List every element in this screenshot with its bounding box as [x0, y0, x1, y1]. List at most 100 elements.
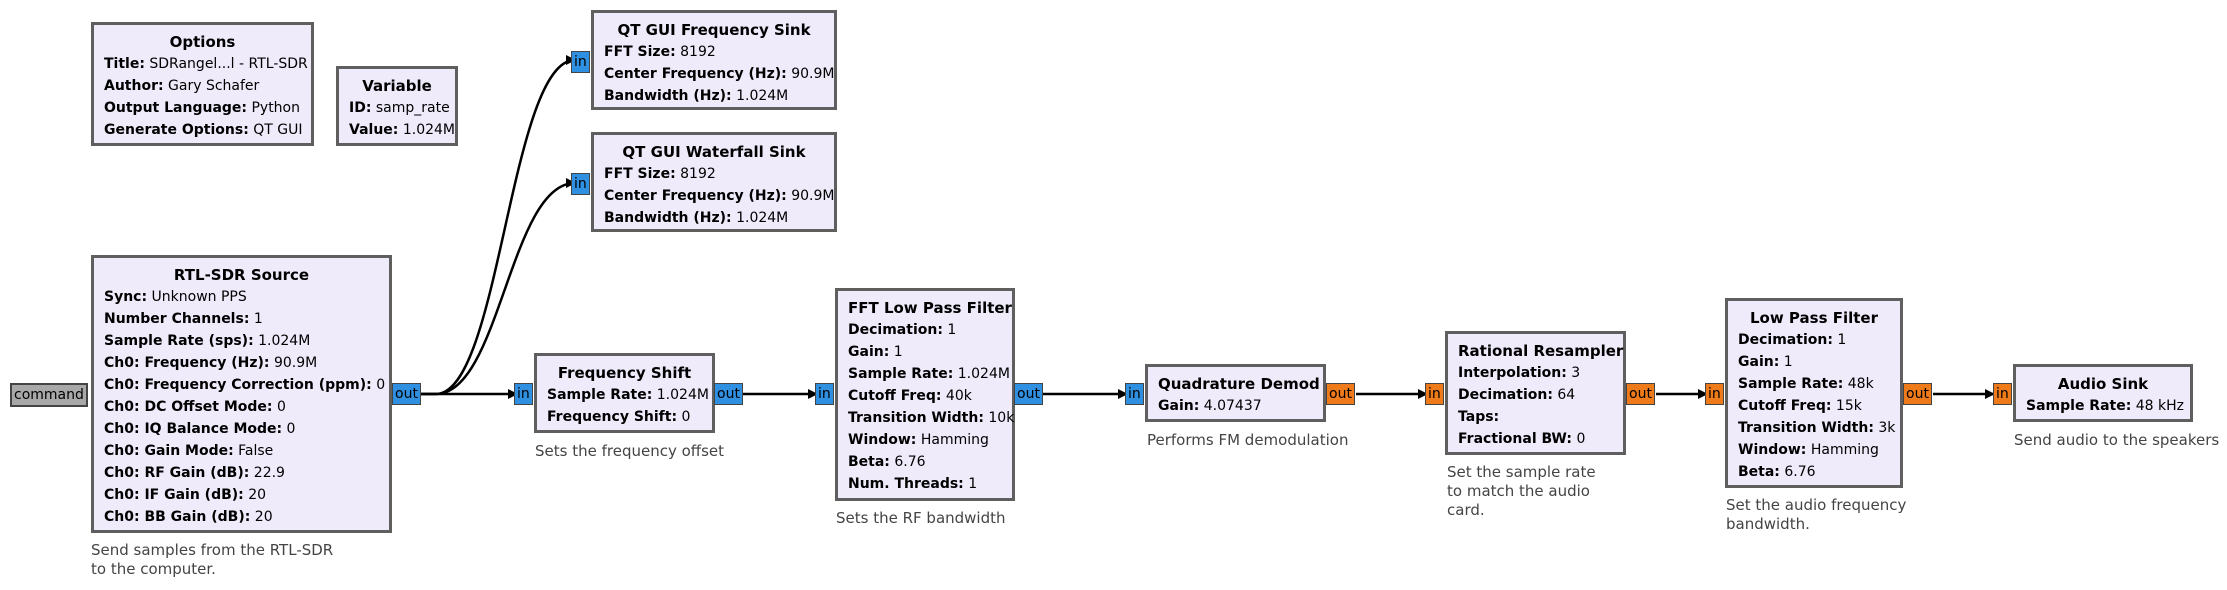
- param-value: 1: [249, 311, 263, 327]
- quadrature-demod-block[interactable]: Quadrature Demod Gain: 4.07437: [1145, 364, 1326, 422]
- param-key: Ch0: Frequency Correction (ppm):: [104, 377, 372, 393]
- param-key: Ch0: DC Offset Mode:: [104, 399, 273, 415]
- block-title: QT GUI Frequency Sink: [617, 21, 811, 39]
- param-row: Gain: 4.07437: [1158, 395, 1313, 417]
- block-params: Gain: 4.07437: [1158, 395, 1313, 417]
- freq-shift-out-port[interactable]: out: [714, 383, 743, 405]
- lpf-out-port[interactable]: out: [1903, 383, 1932, 405]
- command-port[interactable]: command: [10, 383, 88, 407]
- param-row: Decimation: 1: [848, 319, 1002, 341]
- param-key: Sample Rate (sps):: [104, 333, 254, 349]
- fft-lpf-out-port[interactable]: out: [1014, 383, 1043, 405]
- param-row: Bandwidth (Hz): 1.024M: [604, 207, 824, 229]
- quad-demod-out-port[interactable]: out: [1326, 383, 1355, 405]
- quad-demod-in-port[interactable]: in: [1125, 383, 1144, 405]
- param-key: Beta:: [848, 454, 890, 470]
- param-row: Gain: 1: [848, 341, 1002, 363]
- quad-demod-comment: Performs FM demodulation: [1147, 431, 1349, 449]
- param-value: 0: [371, 377, 386, 393]
- audio-sink-in-port[interactable]: in: [1993, 383, 2012, 405]
- param-row: ID: samp_rate: [349, 97, 450, 119]
- audio-sink-block[interactable]: Audio Sink Sample Rate: 48 kHz: [2013, 364, 2193, 422]
- param-value: SDRangel...l - RTL-SDR: [144, 56, 308, 72]
- param-key: ID:: [349, 100, 372, 116]
- param-row: Ch0: Frequency Correction (ppm): 0: [104, 374, 385, 396]
- param-key: Ch0: RF Gain (dB):: [104, 465, 250, 481]
- freq-sink-in-port[interactable]: in: [571, 51, 590, 73]
- param-value: 1.024M: [953, 366, 1010, 382]
- param-row: Cutoff Freq: 15k: [1738, 395, 1890, 417]
- param-key: FFT Size:: [604, 166, 676, 182]
- param-value: 22.9: [249, 465, 285, 481]
- param-key: Generate Options:: [104, 122, 249, 138]
- param-row: Sample Rate: 48k: [1738, 373, 1890, 395]
- lpf-in-port[interactable]: in: [1705, 383, 1724, 405]
- param-row: Beta: 6.76: [848, 451, 1002, 473]
- param-value: 0: [1572, 431, 1586, 447]
- audio-sink-comment: Send audio to the speakers: [2014, 431, 2220, 449]
- param-key: Sample Rate:: [547, 387, 653, 403]
- param-key: Title:: [104, 56, 145, 72]
- param-value: 0: [272, 399, 286, 415]
- param-row: Output Language: Python: [104, 97, 301, 119]
- param-key: Ch0: BB Gain (dB):: [104, 509, 251, 525]
- param-value: samp_rate: [371, 100, 450, 116]
- param-row: Ch0: Frequency (Hz): 90.9M: [104, 352, 379, 374]
- param-key: FFT Size:: [604, 44, 676, 60]
- param-value: 8192: [675, 44, 716, 60]
- param-value: 1: [889, 344, 903, 360]
- param-row: Number Channels: 1: [104, 308, 379, 330]
- param-key: Ch0: Gain Mode:: [104, 443, 234, 459]
- resampler-in-port[interactable]: in: [1425, 383, 1444, 405]
- param-key: Cutoff Freq:: [848, 388, 942, 404]
- param-row: Ch0: BB Gain (dB): 20: [104, 506, 379, 528]
- block-title: Quadrature Demod: [1158, 375, 1320, 393]
- block-params: Sample Rate: 48 kHz: [2026, 395, 2184, 417]
- param-row: Generate Options: QT GUI: [104, 119, 303, 141]
- param-value: 40k: [941, 388, 972, 404]
- param-row: FFT Size: 8192: [604, 163, 824, 185]
- param-row: Sample Rate (sps): 1.024M: [104, 330, 379, 352]
- param-key: Gain:: [1158, 398, 1200, 414]
- fft-lpf-in-port[interactable]: in: [815, 383, 834, 405]
- param-row: Window: Hamming: [1738, 439, 1890, 461]
- waterfall-sink-in-port[interactable]: in: [571, 173, 590, 195]
- param-key: Cutoff Freq:: [1738, 398, 1832, 414]
- param-value: 20: [243, 487, 267, 503]
- block-title: Audio Sink: [2057, 375, 2149, 393]
- freq-shift-in-port[interactable]: in: [514, 383, 533, 405]
- rtl-source-out-port[interactable]: out: [392, 383, 421, 405]
- param-key: Interpolation:: [1458, 365, 1567, 381]
- param-key: Transition Width:: [848, 410, 984, 426]
- resampler-out-port[interactable]: out: [1626, 383, 1655, 405]
- param-value: False: [233, 443, 274, 459]
- param-row: Transition Width: 10k: [848, 407, 1014, 429]
- param-row: Decimation: 1: [1738, 329, 1890, 351]
- param-key: Sync:: [104, 289, 148, 305]
- param-key: Bandwidth (Hz):: [604, 88, 732, 104]
- param-key: Window:: [1738, 442, 1807, 458]
- param-value: 6.76: [1779, 464, 1816, 480]
- param-value: 3k: [1873, 420, 1896, 436]
- param-key: Gain:: [848, 344, 890, 360]
- param-value: 48k: [1843, 376, 1874, 392]
- param-value: 1: [1779, 354, 1793, 370]
- freq-shift-comment: Sets the frequency offset: [535, 442, 725, 460]
